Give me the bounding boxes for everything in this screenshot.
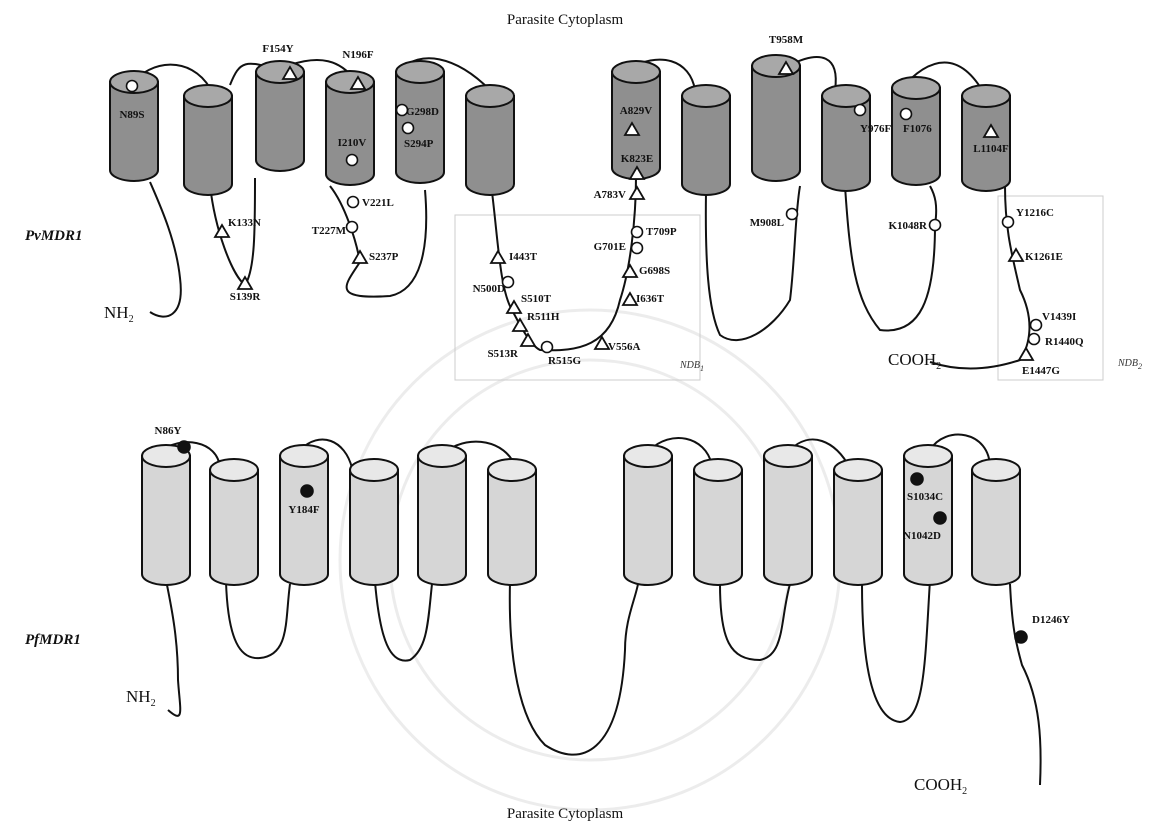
- pf-s1034c-label: S1034C: [907, 491, 943, 503]
- pv-k1048r-circle-marker: [930, 220, 941, 231]
- pv-r511h-label: R511H: [527, 311, 560, 323]
- pf-y184f-dot-marker: [301, 485, 313, 497]
- pf-helix-6: [488, 459, 536, 585]
- pv-k1261e-label: K1261E: [1025, 251, 1063, 263]
- pv-g701e-label: G701E: [594, 241, 626, 253]
- pf-protein-name: PfMDR1: [25, 632, 81, 648]
- pv-l1104f-label: L1104F: [973, 143, 1009, 155]
- pf-n86y-label: N86Y: [155, 425, 182, 437]
- pv-k823e-label: K823E: [621, 153, 653, 165]
- pv-a829v-label: A829V: [620, 105, 652, 117]
- pv-s294p-label: S294P: [404, 138, 434, 150]
- pv-i636t-triangle-marker: [623, 293, 637, 305]
- pv-t227m-circle-marker: [347, 222, 358, 233]
- pv-n500d-label: N500D: [473, 283, 505, 295]
- pv-t709p-label: T709P: [646, 226, 677, 238]
- pv-e1447g-label: E1447G: [1022, 365, 1060, 377]
- pv-c-terminus: COOH2: [888, 350, 941, 372]
- pv-r1440q-label: R1440Q: [1045, 336, 1084, 348]
- pv-f154y-label: F154Y: [262, 43, 293, 55]
- top-cytoplasm-label: Parasite Cytoplasm: [507, 12, 624, 28]
- pv-helix-12: [962, 85, 1010, 191]
- pf-helix-9: [764, 445, 812, 585]
- pv-r515g-label: R515G: [548, 355, 581, 367]
- pf-helix-2: [210, 459, 258, 585]
- pv-r515g-circle-marker: [542, 342, 553, 353]
- pv-m908l-label: M908L: [750, 217, 784, 229]
- pf-d1246y-dot-marker: [1015, 631, 1027, 643]
- pv-g698s-label: G698S: [639, 265, 670, 277]
- pv-n89s-label: N89S: [119, 109, 144, 121]
- pv-v221l-label: V221L: [362, 197, 394, 209]
- pv-s513r-triangle-marker: [521, 334, 535, 346]
- pf-helix-8: [694, 459, 742, 585]
- pf-n86y-dot-marker: [178, 441, 190, 453]
- pv-y976f-label: Y976F: [860, 123, 891, 135]
- pf-helix-5: [418, 445, 466, 585]
- pf-helix-7: [624, 445, 672, 585]
- pf-n-terminus: NH2: [126, 687, 156, 709]
- pv-g698s-triangle-marker: [623, 265, 637, 277]
- pv-n196f-label: N196F: [342, 49, 373, 61]
- pf-helix-4: [350, 459, 398, 585]
- pv-m908l-circle-marker: [787, 209, 798, 220]
- pv-f1076-circle-marker: [901, 109, 912, 120]
- pv-t958m-label: T958M: [769, 34, 804, 46]
- pf-y184f-label: Y184F: [288, 504, 319, 516]
- pv-n-terminus: NH2: [104, 303, 134, 325]
- pf-d1246y-label: D1246Y: [1032, 614, 1070, 626]
- pv-v556a-label: V556A: [608, 341, 640, 353]
- pf-helices: [142, 445, 1020, 585]
- pv-protein-name: PvMDR1: [25, 228, 83, 244]
- pv-i210v-label: I210V: [338, 137, 367, 149]
- pv-n89s-circle-marker: [127, 81, 138, 92]
- pv-g298d-label: G298D: [406, 106, 439, 118]
- pv-t709p-circle-marker: [632, 227, 643, 238]
- pv-v1439i-circle-marker: [1031, 320, 1042, 331]
- pf-n1042d-dot-marker: [934, 512, 946, 524]
- pv-y976f-circle-marker: [855, 105, 866, 116]
- pv-helix-2: [184, 85, 232, 195]
- pf-c-terminus: COOH2: [914, 775, 967, 797]
- pv-v221l-circle-marker: [348, 197, 359, 208]
- pv-i443t-triangle-marker: [491, 251, 505, 263]
- pf-helix-10: [834, 459, 882, 585]
- pf-helix-1: [142, 445, 190, 585]
- pv-s237p-label: S237P: [369, 251, 399, 263]
- pv-s237p-triangle-marker: [353, 251, 367, 263]
- pv-a783v-triangle-marker: [630, 187, 644, 199]
- bottom-cytoplasm-label: Parasite Cytoplasm: [507, 806, 624, 822]
- pv-helix-5: [396, 61, 444, 183]
- pv-y1216c-label: Y1216C: [1016, 207, 1054, 219]
- pv-k133n-label: K133N: [228, 217, 261, 229]
- pv-helix-4: [326, 71, 374, 185]
- pv-e1447g-triangle-marker: [1019, 348, 1033, 360]
- pv-s513r-label: S513R: [487, 348, 519, 360]
- pv-y1216c-circle-marker: [1003, 217, 1014, 228]
- pv-t227m-label: T227M: [312, 225, 347, 237]
- pv-s139r-label: S139R: [230, 291, 262, 303]
- pf-helix-12: [972, 459, 1020, 585]
- pv-s510t-label: S510T: [521, 293, 552, 305]
- pf-s1034c-dot-marker: [911, 473, 923, 485]
- pv-s294p-circle-marker: [403, 123, 414, 134]
- pv-g701e-circle-marker: [632, 243, 643, 254]
- pv-i443t-label: I443T: [509, 251, 538, 263]
- pv-f1076-label: F1076: [903, 123, 932, 135]
- pv-i636t-label: I636T: [636, 293, 665, 305]
- pv-a783v-label: A783V: [594, 189, 626, 201]
- pf-n1042d-label: N1042D: [903, 530, 941, 542]
- pv-k1048r-label: K1048R: [889, 220, 929, 232]
- pv-r1440q-circle-marker: [1029, 334, 1040, 345]
- pv-v1439i-label: V1439I: [1042, 311, 1076, 323]
- pv-i210v-circle-marker: [347, 155, 358, 166]
- ndb2-label: NDB2: [1117, 358, 1142, 371]
- pv-helix-8: [682, 85, 730, 195]
- pv-helix-6: [466, 85, 514, 195]
- pv-helix-10: [822, 85, 870, 191]
